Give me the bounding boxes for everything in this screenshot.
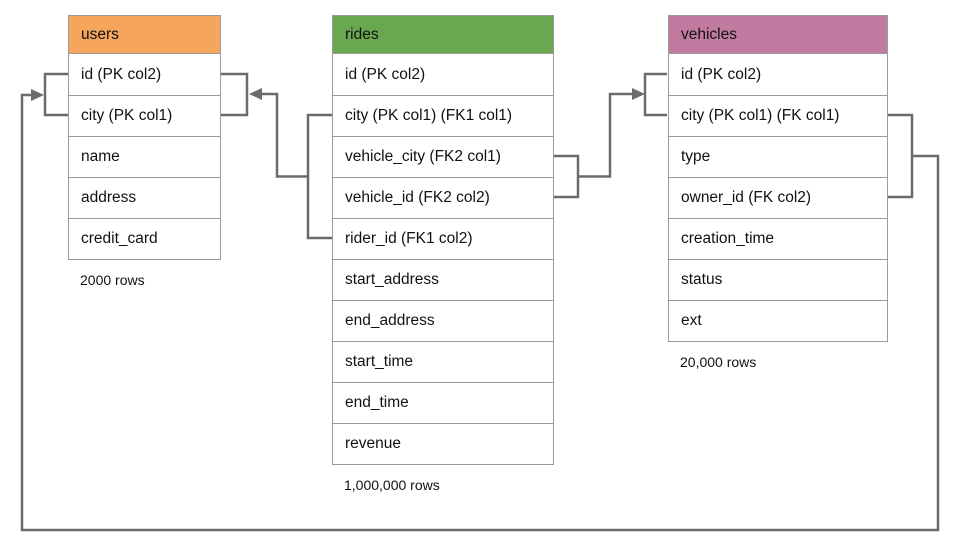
column-row: credit_card [69, 218, 220, 259]
rides-to-users-connector [260, 92, 308, 178]
arrowhead-into-vehicles-left [632, 88, 645, 100]
users-left-bracket [43, 72, 69, 117]
column-row: city (PK col1) (FK1 col1) [333, 95, 553, 136]
table-title-vehicles: vehicles [669, 16, 887, 54]
column-row: start_time [333, 341, 553, 382]
table-title-rides: rides [333, 16, 553, 54]
column-row: end_address [333, 300, 553, 341]
column-row: id (PK col2) [69, 54, 220, 95]
row-count-label: 20,000 rows [680, 354, 757, 370]
row-count-label: 2000 rows [80, 272, 145, 288]
column-row: ext [669, 300, 887, 341]
column-row: vehicle_city (FK2 col1) [333, 136, 553, 177]
column-row: vehicle_id (FK2 col2) [333, 177, 553, 218]
vehicles-to-users-connector [20, 93, 940, 532]
column-row: rider_id (FK1 col2) [333, 218, 553, 259]
column-row: city (PK col1) (FK col1) [669, 95, 887, 136]
rides-to-vehicles-connector [578, 92, 634, 178]
vehicles-left-bracket [643, 72, 667, 117]
column-row: name [69, 136, 220, 177]
column-row: city (PK col1) [69, 95, 220, 136]
column-row: owner_id (FK col2) [669, 177, 887, 218]
rides-right-bracket [553, 154, 580, 199]
row-count-label: 1,000,000 rows [344, 477, 440, 493]
arrowhead-into-users-right [249, 88, 262, 100]
users-right-bracket [221, 72, 249, 117]
column-row: start_address [333, 259, 553, 300]
vehicles-right-bracket [887, 113, 914, 199]
table-title-users: users [69, 16, 220, 54]
column-row: revenue [333, 423, 553, 464]
column-row: address [69, 177, 220, 218]
column-row: creation_time [669, 218, 887, 259]
column-row: status [669, 259, 887, 300]
column-row: end_time [333, 382, 553, 423]
arrowhead-into-users-left [31, 89, 44, 101]
column-row: id (PK col2) [333, 54, 553, 95]
column-row: id (PK col2) [669, 54, 887, 95]
rides-left-bracket [306, 113, 332, 240]
column-row: type [669, 136, 887, 177]
